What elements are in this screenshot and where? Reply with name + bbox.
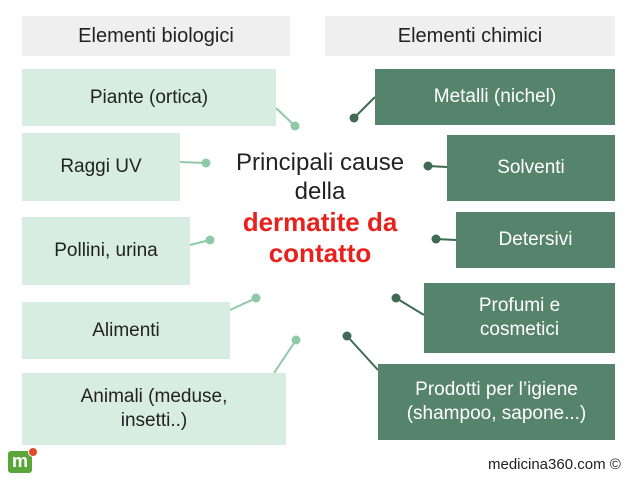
center-title-line2: della <box>294 178 346 206</box>
connector-bio-4 <box>273 339 297 374</box>
connector-bio-3 <box>229 297 257 311</box>
bio-box-animali: Animali (meduse, insetti..) <box>22 373 286 445</box>
connector-dot-bio-0 <box>290 121 300 131</box>
header-chemical: Elementi chimici <box>325 16 615 56</box>
bio-box-alimenti: Alimenti <box>22 302 230 359</box>
center-title-highlight-line1: dermatite da <box>242 206 398 237</box>
bio-box-raggi-uv: Raggi UV <box>22 133 180 201</box>
chem-box-prodotti-igiene: Prodotti per l’igiene (shampoo, sapone..… <box>378 364 615 440</box>
chem-box-profumi: Profumi e cosmetici <box>424 283 615 353</box>
connector-chem-4 <box>346 335 379 371</box>
header-biological-label: Elementi biologici <box>78 24 234 47</box>
chem-label-detersivi: Detersivi <box>498 229 573 251</box>
connector-dot-bio-1 <box>201 158 211 168</box>
center-title-line1: Principali cause <box>235 149 405 176</box>
bio-box-pollini: Pollini, urina <box>22 217 190 285</box>
center-title: Principali cause della dermatite da cont… <box>205 148 435 270</box>
chem-box-detersivi: Detersivi <box>456 212 615 268</box>
bio-label-alimenti: Alimenti <box>92 319 160 341</box>
connector-dot-bio-4 <box>291 335 301 345</box>
header-chemical-label: Elementi chimici <box>397 24 543 47</box>
bio-box-piante: Piante (ortica) <box>22 69 276 126</box>
connector-dot-bio-2 <box>205 235 215 245</box>
bio-label-animali: Animali (meduse, insetti..) <box>80 386 228 431</box>
chem-label-profumi: Profumi e cosmetici <box>478 295 561 340</box>
connector-chem-3 <box>395 297 425 316</box>
center-title-highlight-line2: contatto <box>268 238 372 269</box>
connector-dot-chem-0 <box>349 113 359 123</box>
footer-suffix: .com © <box>573 456 621 473</box>
bio-label-piante: Piante (ortica) <box>89 86 209 108</box>
connector-dot-chem-3 <box>391 293 401 303</box>
chem-label-metalli: Metalli (nichel) <box>433 86 557 108</box>
bio-label-raggi-uv: Raggi UV <box>60 156 142 178</box>
bio-label-pollini: Pollini, urina <box>54 240 158 262</box>
medicina360-logo-icon: m <box>8 451 32 473</box>
logo-letter: m <box>11 451 28 471</box>
connector-dot-chem-1 <box>423 161 433 171</box>
chem-label-prodotti-igiene: Prodotti per l’igiene (shampoo, sapone..… <box>406 379 587 424</box>
chem-label-solventi: Solventi <box>497 157 565 179</box>
connector-chem-0 <box>353 96 376 119</box>
footer-brand: medicina360 <box>488 456 574 473</box>
connector-dot-bio-3 <box>251 293 261 303</box>
logo-dot-icon <box>28 447 38 457</box>
header-biological: Elementi biologici <box>22 16 290 56</box>
chem-box-solventi: Solventi <box>447 135 615 201</box>
connector-dot-chem-2 <box>431 234 441 244</box>
chem-box-metalli: Metalli (nichel) <box>375 69 615 125</box>
connector-dot-chem-4 <box>342 331 352 341</box>
footer-credit: medicina360.com © <box>488 456 621 473</box>
